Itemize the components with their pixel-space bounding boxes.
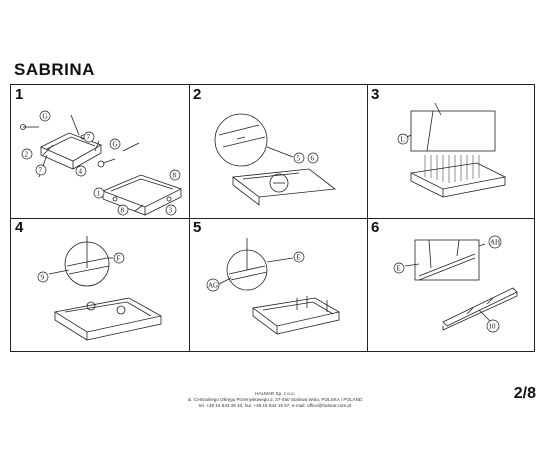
- part-label: AG: [208, 282, 218, 290]
- step-number: 2: [193, 86, 202, 103]
- step-5-panel: 5 AG E: [189, 218, 367, 352]
- step-2-panel: 2 5 6: [189, 85, 367, 218]
- part-label: L: [401, 136, 405, 144]
- part-label: 2: [25, 151, 29, 159]
- part-label: 3: [169, 207, 173, 215]
- part-label: 10: [489, 323, 497, 331]
- part-label: 8: [173, 172, 177, 180]
- part-label: 8: [121, 207, 125, 215]
- step-4-panel: 4 9 F: [11, 218, 189, 352]
- step-6-panel: 6 AH E 10: [367, 218, 534, 352]
- step-4-illustration: 9 F: [37, 236, 163, 341]
- company-contact: tel. +48 15 843 28 10, fax: +48 15 842 1…: [198, 403, 352, 408]
- part-label: E: [397, 265, 401, 273]
- step-3-illustration: L: [397, 102, 507, 198]
- company-footer: HALMAR Sp. z o.o. ul. Centralnego Okręgu…: [160, 391, 390, 409]
- step-3-panel: 3 L: [367, 85, 534, 218]
- part-label: G: [113, 141, 118, 149]
- step-6-illustration: AH E 10: [393, 235, 518, 333]
- document-title: SABRINA: [14, 60, 95, 79]
- step-5-illustration: AG E: [206, 238, 341, 335]
- part-label: 4: [79, 168, 83, 176]
- step-number: 1: [15, 86, 24, 103]
- grid-divider: [11, 218, 534, 219]
- part-label: 1: [97, 190, 101, 198]
- step-1-illustration: G 7 2 7 4 G 8 1 8 3: [20, 110, 183, 216]
- part-label: E: [297, 254, 301, 262]
- part-label: 6: [311, 155, 315, 163]
- step-number: 4: [15, 219, 24, 236]
- step-1-panel: 1: [11, 85, 189, 218]
- step-number: 5: [193, 219, 202, 236]
- step-number: 6: [371, 219, 380, 236]
- instruction-grid: 1: [10, 84, 535, 352]
- company-address: ul. Centralnego Okręgu Przemysłowego 2, …: [187, 397, 363, 402]
- part-label: 5: [297, 155, 301, 163]
- part-label: 7: [39, 167, 43, 175]
- part-label: 7: [87, 134, 91, 142]
- part-label: F: [117, 255, 121, 263]
- step-2-illustration: 5 6: [214, 113, 337, 206]
- part-label: G: [43, 113, 48, 121]
- page-number: 2/8: [513, 385, 536, 402]
- step-number: 3: [371, 86, 380, 103]
- part-label: 9: [41, 274, 45, 282]
- company-name: HALMAR Sp. z o.o.: [255, 391, 295, 396]
- part-label: AH: [490, 239, 500, 247]
